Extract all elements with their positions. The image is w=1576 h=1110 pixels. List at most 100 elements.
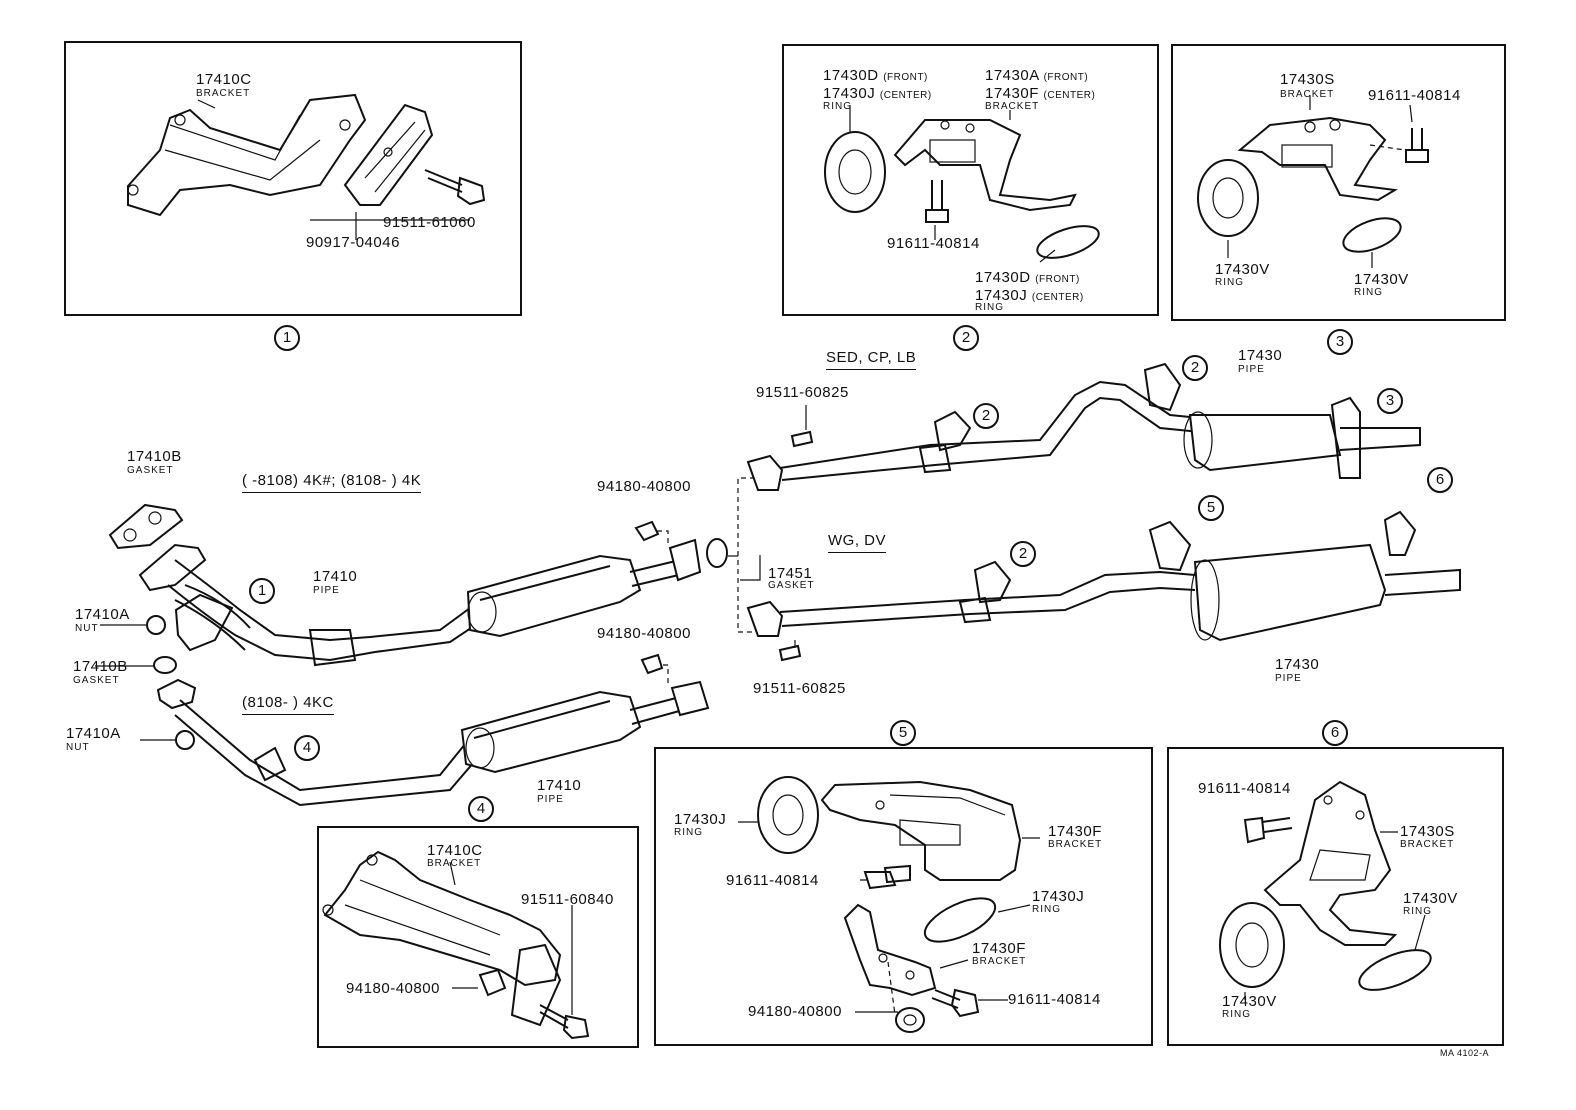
range-4k-label: ( -8108) 4K#; (8108- ) 4K (242, 473, 422, 493)
callout-index-6: 6 (1322, 720, 1348, 746)
ring-17430j-mid-drawing (923, 897, 997, 943)
ring-17430v-left-box6-drawing (1219, 902, 1285, 988)
part-17410a-lower-label: 17410A (66, 725, 121, 742)
part-17430-wg-label: 17430 (1275, 656, 1320, 673)
part-91511-61060-label: 91511-61060 (383, 214, 476, 231)
ring-17430j-top-drawing (757, 776, 819, 854)
part-17430j-b-label: 17430J (CENTER) (975, 287, 1084, 304)
part-17410-pipe-label: 17410 (313, 568, 358, 585)
callout-5-main: 5 (1198, 495, 1224, 521)
part-91511-60840-label: 91511-60840 (521, 891, 614, 908)
part-17430v-l-b6-label: 17430V (1222, 993, 1277, 1010)
inset-box-1 (64, 41, 522, 316)
part-91611-40814-b5-top-label: 91611-40814 (726, 872, 819, 889)
nut-94180-40800-box4-drawing (478, 968, 507, 997)
bracket-17430s-box3-drawing (1237, 116, 1399, 202)
part-17430j-label: 17430J (CENTER) (823, 85, 932, 102)
callout-2-main-a: 2 (1182, 355, 1208, 381)
part-17430f-bot-desc: BRACKET (972, 956, 1027, 967)
bolt-91511-61060-drawing (424, 169, 486, 206)
part-94180-40800-b5-label: 94180-40800 (748, 1003, 842, 1020)
bracket-17430f-bottom-drawing (843, 903, 937, 997)
part-17430-sed-label: 17430 (1238, 347, 1283, 364)
part-17451-desc: GASKET (768, 580, 815, 591)
part-17410-pipe-b-label: 17410 (537, 777, 582, 794)
part-17451-label: 17451 (768, 565, 813, 582)
bolt-91611-40814-box3-drawing (1405, 128, 1429, 163)
part-17410b-top-label: 17410B (127, 448, 182, 465)
callout-index-1: 1 (274, 325, 300, 351)
callout-index-3: 3 (1327, 329, 1353, 355)
part-17430f-top-desc: BRACKET (1048, 839, 1103, 850)
part-17410a-label: 17410A (75, 606, 130, 623)
front-pipe-17410-4kc-drawing (156, 678, 710, 807)
part-17430d-b-label: 17430D (FRONT) (975, 269, 1080, 286)
nut-94180-40800-mid-drawing (640, 653, 664, 675)
part-94180-40800-mid-label: 94180-40800 (597, 625, 691, 642)
bracket-17430s-box6-drawing (1263, 780, 1398, 946)
bolt-91611-40814-box6-drawing (1243, 816, 1293, 844)
bracket-17410c-box4-drawing (322, 850, 562, 1027)
inset-box-5 (654, 747, 1153, 1046)
part-90917-04046-label: 90917-04046 (306, 234, 400, 251)
part-17410-pipe-desc: PIPE (313, 585, 340, 596)
part-17430j-top-desc: RING (674, 827, 703, 838)
part-17430d-label: 17430D (FRONT) (823, 67, 928, 84)
part-17430v-r-b6-desc: RING (1403, 906, 1432, 917)
part-17430s-desc: BRACKET (1280, 89, 1335, 100)
bracket-17430f-top-drawing (820, 780, 1022, 881)
part-17430f-top-label: 17430F (1048, 823, 1102, 840)
ring-17430d-small-drawing (1036, 225, 1100, 259)
bolt-91611-40814-box5-top-drawing (863, 864, 911, 890)
ring-17430v-left-drawing (1197, 159, 1259, 237)
part-91611-40814-b6-label: 91611-40814 (1198, 780, 1291, 797)
nut-94180-40800-box5-drawing (895, 1007, 925, 1033)
part-17410c-b4-label: 17410C (427, 842, 483, 859)
ring-17430v-right-box6-drawing (1358, 949, 1432, 991)
part-94180-40800-b4-label: 94180-40800 (346, 980, 440, 997)
part-17430a-label: 17430A (FRONT) (985, 67, 1089, 84)
bracket-17410c-drawing (127, 93, 367, 217)
part-17430-sed-desc: PIPE (1238, 364, 1265, 375)
callout-3-main: 3 (1377, 388, 1403, 414)
part-91511-60825-wg-label: 91511-60825 (753, 680, 846, 697)
part-17410c-b4-desc: BRACKET (427, 858, 482, 869)
part-17430v-r-desc: RING (1354, 287, 1383, 298)
part-91611-40814-label: 91611-40814 (887, 235, 980, 252)
bolt-91511-60825-sed-drawing (790, 430, 814, 448)
part-17430v-l-desc: RING (1215, 277, 1244, 288)
part-17430s-b6-desc: BRACKET (1400, 839, 1455, 850)
part-17430s-b6-label: 17430S (1400, 823, 1455, 840)
part-17430v-l-label: 17430V (1215, 261, 1270, 278)
part-17410c-desc: BRACKET (196, 88, 251, 99)
callout-1-main: 1 (249, 578, 275, 604)
range-4kc-label: (8108- ) 4KC (242, 695, 334, 715)
gasket-17410b-lower-drawing (153, 656, 177, 674)
callout-2-main-b: 2 (973, 403, 999, 429)
part-ring2-desc: RING (975, 302, 1004, 313)
ring-17430d-drawing (824, 131, 886, 213)
bracket-17430a-drawing (893, 119, 1077, 212)
nut-94180-40800-top-drawing (634, 520, 660, 542)
part-17410b-lower-desc: GASKET (73, 675, 120, 686)
part-bracket-desc: BRACKET (985, 101, 1040, 112)
inset-box-4 (317, 826, 639, 1048)
inset-box-2 (782, 44, 1159, 316)
cushion-90917-04046-drawing (343, 103, 434, 206)
bolt-91611-40814-box2-drawing (925, 180, 949, 223)
part-94180-40800-top-label: 94180-40800 (597, 478, 691, 495)
callout-index-2: 2 (953, 325, 979, 351)
part-17430j-top-label: 17430J (674, 811, 727, 828)
part-91511-60825-sed-label: 91511-60825 (756, 384, 849, 401)
part-17410b-lower-label: 17410B (73, 658, 128, 675)
variant-link-dashed (737, 477, 755, 633)
nut-17410a-drawing (146, 615, 166, 635)
variant-sed-label: SED, CP, LB (826, 350, 917, 370)
bolt-91511-60840-box4-drawing (539, 1004, 590, 1040)
part-17410a-desc: NUT (75, 623, 99, 634)
part-91611-40814-b3-label: 91611-40814 (1368, 87, 1461, 104)
part-17430v-r-b6-label: 17430V (1403, 890, 1458, 907)
tailpipe-17430-sed-drawing (746, 362, 1421, 491)
part-17410a-lower-desc: NUT (66, 742, 90, 753)
tailpipe-17430-wg-drawing (746, 510, 1461, 642)
